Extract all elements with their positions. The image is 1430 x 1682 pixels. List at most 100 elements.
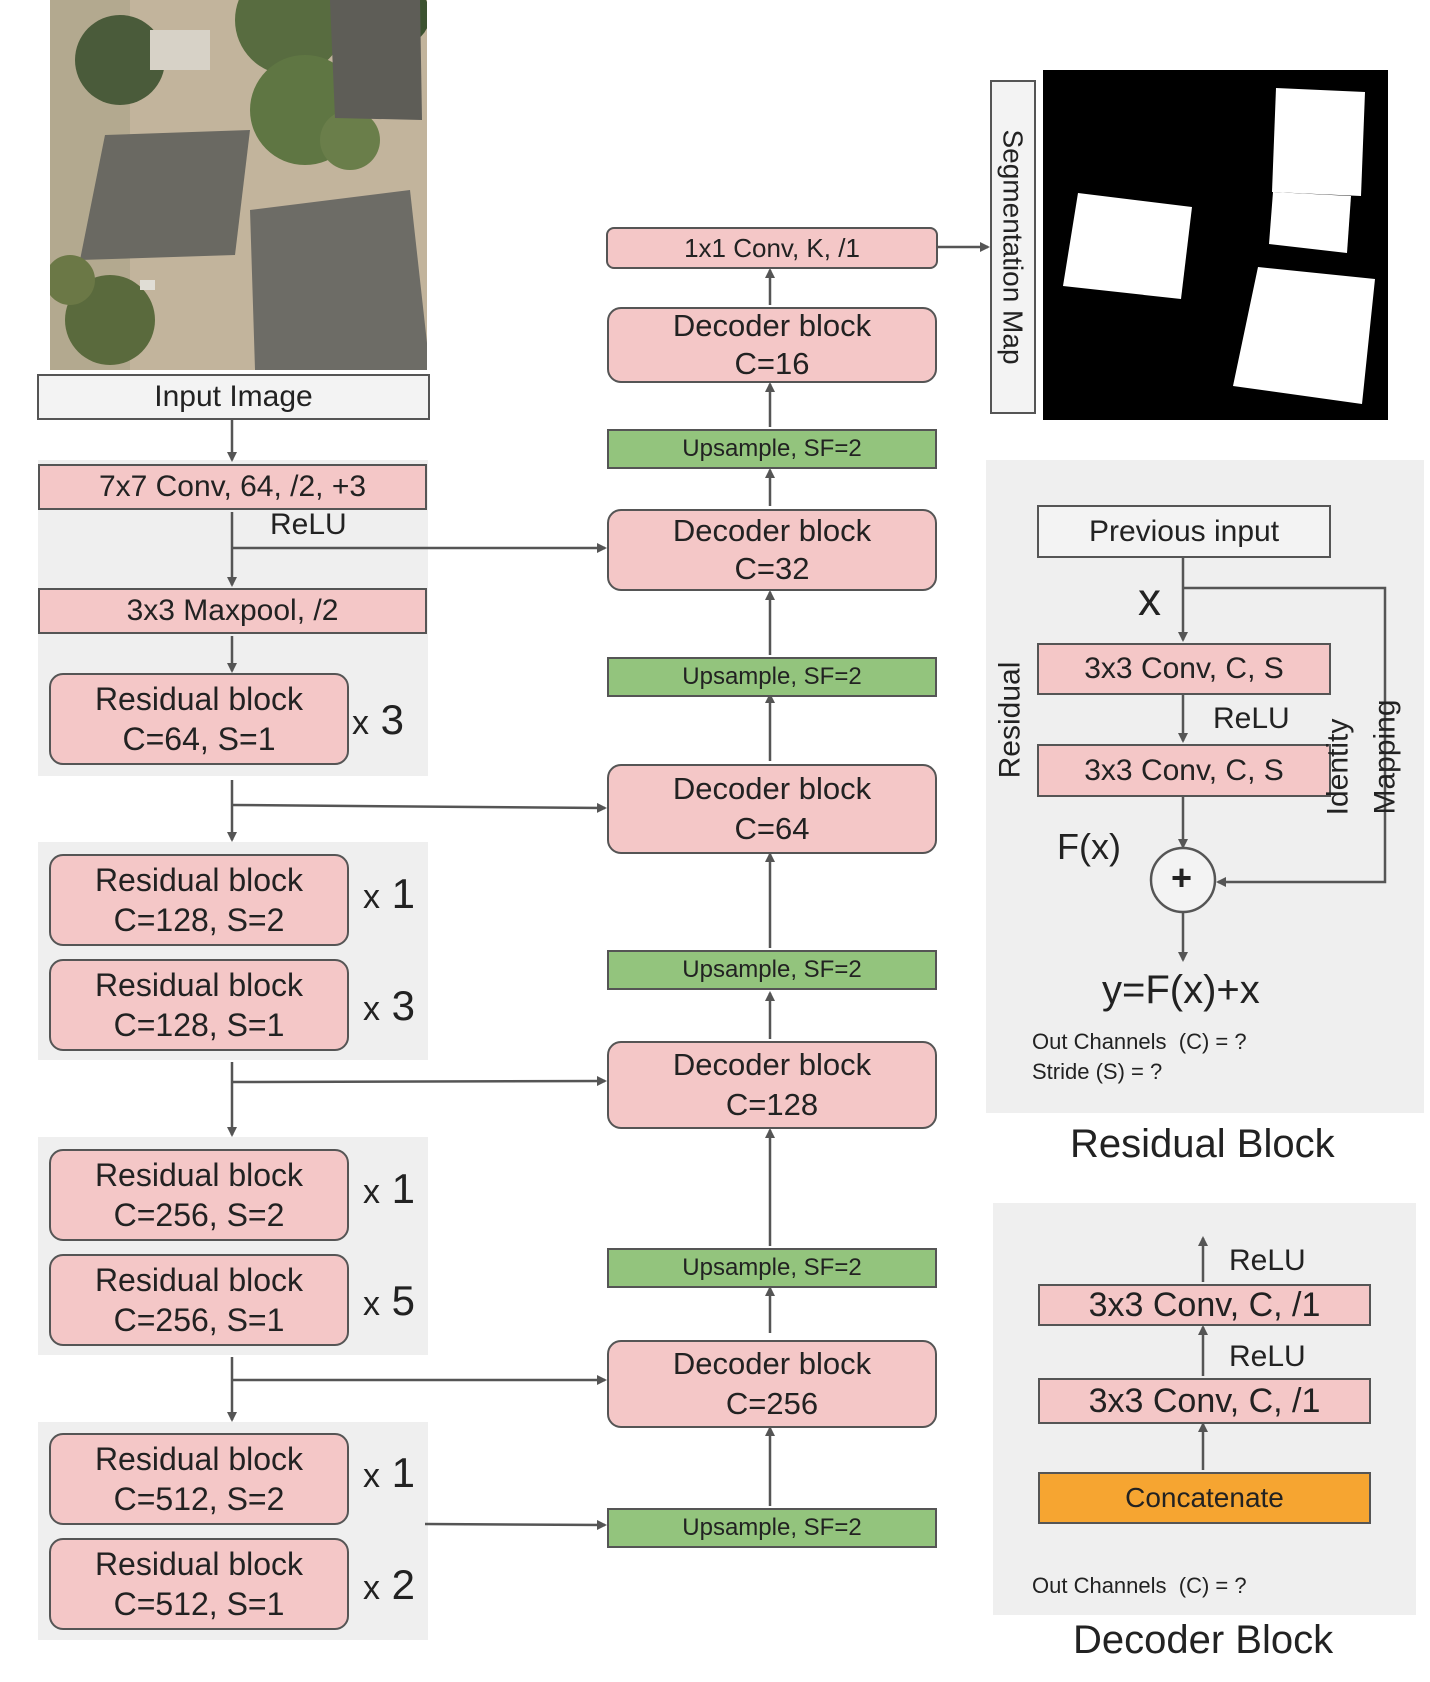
sum-node-icon: + (1171, 857, 1193, 898)
residual-block-c512-s2: Residual block C=512, S=2 (49, 1433, 349, 1525)
times-symbol: x (363, 1569, 380, 1607)
upsample-label: Upsample, SF=2 (682, 663, 862, 690)
block-line2: C=128, S=2 (113, 902, 285, 938)
times-symbol: x (363, 1457, 380, 1495)
concatenate-label: Concatenate (1125, 1482, 1284, 1513)
repeat-value: 1 (391, 870, 416, 917)
upsample-block: Upsample, SF=2 (607, 1248, 937, 1288)
residual-block-title: Residual Block (1070, 1122, 1335, 1166)
decoder-conv-bottom-block: 3x3 Conv, C, /1 (1038, 1378, 1371, 1424)
stem-relu-label: ReLU (270, 508, 347, 541)
upsample-label: Upsample, SF=2 (682, 435, 862, 462)
block-line2: C=16 (734, 346, 810, 381)
previous-input-box: Previous input (1037, 505, 1331, 558)
residual-channels-note: Out Channels (C) = ? (1032, 1029, 1247, 1054)
input-image-label-box: Input Image (37, 374, 430, 420)
residual-conv2-label: 3x3 Conv, C, S (1084, 753, 1284, 787)
block-line2: C=256 (725, 1386, 819, 1421)
times-symbol: x (363, 990, 380, 1028)
decoder-block-c128: Decoder block C=128 (607, 1041, 937, 1129)
repeat-count: x 1 (363, 870, 415, 918)
upsample-block: Upsample, SF=2 (607, 1508, 937, 1548)
final-conv-label: 1x1 Conv, K, /1 (684, 233, 860, 263)
block-line1: Residual block (94, 1262, 304, 1298)
repeat-count: x 3 (352, 696, 404, 744)
maxpool-block: 3x3 Maxpool, /2 (38, 588, 427, 634)
decoder-conv-top-label: 3x3 Conv, C, /1 (1088, 1286, 1321, 1324)
final-1x1-conv-block: 1x1 Conv, K, /1 (606, 227, 938, 269)
fx-label: F(x) (1057, 826, 1121, 867)
decoder-block-title: Decoder Block (1073, 1618, 1334, 1662)
stem-conv-label: 7x7 Conv, 64, /2, +3 (98, 470, 367, 503)
residual-stride-note: Stride (S) = ? (1032, 1059, 1163, 1084)
repeat-count: x 3 (363, 982, 415, 1030)
upsample-block: Upsample, SF=2 (607, 429, 937, 469)
block-line2: C=256, S=1 (113, 1302, 285, 1338)
decoder-relu-top-label: ReLU (1229, 1244, 1306, 1277)
repeat-value: 1 (391, 1449, 416, 1496)
upsample-block: Upsample, SF=2 (607, 657, 937, 697)
upsample-label: Upsample, SF=2 (682, 1254, 862, 1281)
residual-conv1-block: 3x3 Conv, C, S (1037, 643, 1331, 695)
block-line1: Residual block (94, 862, 304, 898)
block-line1: Residual block (94, 681, 304, 717)
times-symbol: x (363, 878, 380, 916)
residual-block-c64-s1: Residual block C=64, S=1 (49, 673, 349, 765)
x-input-label: x (1138, 573, 1161, 625)
segmentation-map-label-box: Segmentation Map (990, 80, 1036, 414)
block-line2: C=128 (725, 1087, 819, 1122)
upsample-block: Upsample, SF=2 (607, 950, 937, 990)
block-line1: Decoder block (672, 1346, 872, 1381)
block-line2: C=512, S=2 (113, 1481, 285, 1517)
previous-input-label: Previous input (1088, 514, 1280, 548)
residual-output-label: y=F(x)+x (1102, 968, 1260, 1012)
decoder-relu-mid-label: ReLU (1229, 1340, 1306, 1373)
segmentation-map-label: Segmentation Map (998, 129, 1030, 365)
residual-relu-label: ReLU (1213, 702, 1290, 735)
input-aerial-image (50, 0, 427, 370)
repeat-value: 3 (391, 982, 416, 1029)
concatenate-block: Concatenate (1038, 1472, 1371, 1524)
times-symbol: x (363, 1173, 380, 1211)
residual-block-c512-s1: Residual block C=512, S=1 (49, 1538, 349, 1630)
decoder-block-c32: Decoder block C=32 (607, 509, 937, 591)
repeat-count: x 1 (363, 1449, 415, 1497)
decoder-conv-top-block: 3x3 Conv, C, /1 (1038, 1284, 1371, 1326)
repeat-value: 3 (380, 696, 405, 743)
block-line1: Decoder block (672, 1047, 872, 1082)
identity-mapping-label-1: Identity (1321, 718, 1355, 816)
block-line2: C=512, S=1 (113, 1586, 285, 1622)
residual-side-label: Residual (993, 661, 1027, 779)
block-line1: Residual block (94, 967, 304, 1003)
maxpool-label: 3x3 Maxpool, /2 (126, 594, 339, 627)
residual-conv1-label: 3x3 Conv, C, S (1084, 652, 1284, 685)
repeat-count: x 5 (363, 1277, 415, 1325)
block-line2: C=32 (734, 551, 810, 586)
decoder-block-c16: Decoder block C=16 (607, 307, 937, 383)
block-line1: Decoder block (672, 308, 872, 343)
stem-conv-block: 7x7 Conv, 64, /2, +3 (38, 464, 427, 510)
residual-block-c256-s2: Residual block C=256, S=2 (49, 1149, 349, 1241)
block-line2: C=64 (734, 811, 810, 846)
decoder-block-c64: Decoder block C=64 (607, 764, 937, 854)
block-line1: Residual block (94, 1441, 304, 1477)
residual-block-c128-s2: Residual block C=128, S=2 (49, 854, 349, 946)
repeat-count: x 1 (363, 1165, 415, 1213)
block-line1: Residual block (94, 1546, 304, 1582)
upsample-label: Upsample, SF=2 (682, 1514, 862, 1541)
residual-conv2-block: 3x3 Conv, C, S (1037, 744, 1331, 797)
block-line1: Decoder block (672, 513, 872, 548)
decoder-conv-bottom-label: 3x3 Conv, C, /1 (1088, 1382, 1321, 1420)
times-symbol: x (363, 1285, 380, 1323)
input-image-label: Input Image (154, 380, 313, 413)
decoder-channels-note: Out Channels (C) = ? (1032, 1573, 1247, 1598)
residual-block-c256-s1: Residual block C=256, S=1 (49, 1254, 349, 1346)
block-line2: C=64, S=1 (122, 721, 276, 757)
block-line1: Decoder block (672, 771, 872, 806)
repeat-count: x 2 (363, 1561, 415, 1609)
repeat-value: 5 (391, 1277, 416, 1324)
block-line1: Residual block (94, 1157, 304, 1193)
block-line2: C=256, S=2 (113, 1197, 285, 1233)
block-line2: C=128, S=1 (113, 1007, 285, 1043)
